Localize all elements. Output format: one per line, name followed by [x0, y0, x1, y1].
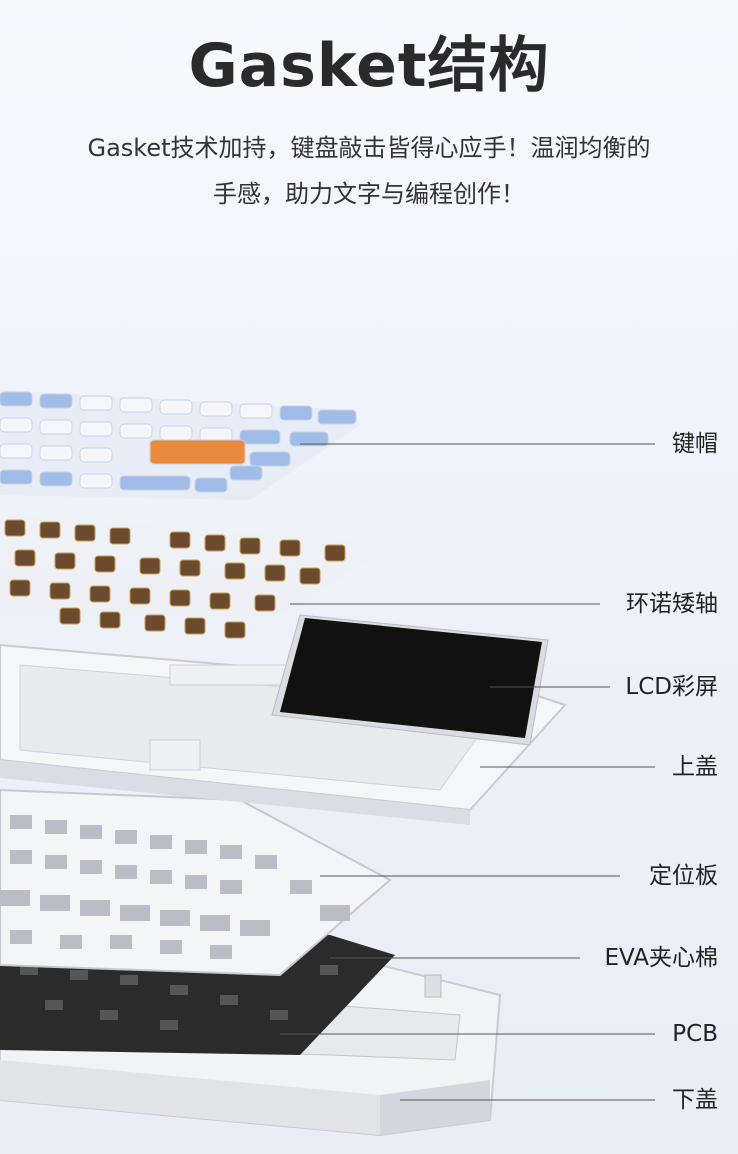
label-switches: 环诺矮轴 [626, 591, 718, 617]
description-line-1: Gasket技术加持，键盘敲击皆得心应手！温润均衡的 [87, 134, 651, 162]
label-keycaps: 键帽 [672, 431, 718, 457]
label-pcb: PCB [672, 1021, 718, 1047]
label-plate: 定位板 [649, 863, 718, 889]
lcd-screen [271, 614, 549, 746]
leader-lines [280, 443, 655, 1101]
description-line-2: 手感，助力文字与编程创作！ [213, 180, 525, 208]
label-top-case: 上盖 [672, 754, 718, 780]
keycaps-layer [0, 390, 360, 500]
positioning-plate [0, 788, 392, 977]
label-eva-foam: EVA夹心棉 [604, 945, 718, 971]
page-title: Gasket结构 [188, 31, 550, 101]
label-lcd: LCD彩屏 [625, 674, 718, 700]
switches-layer [0, 515, 370, 639]
label-bottom-case: 下盖 [672, 1087, 718, 1113]
